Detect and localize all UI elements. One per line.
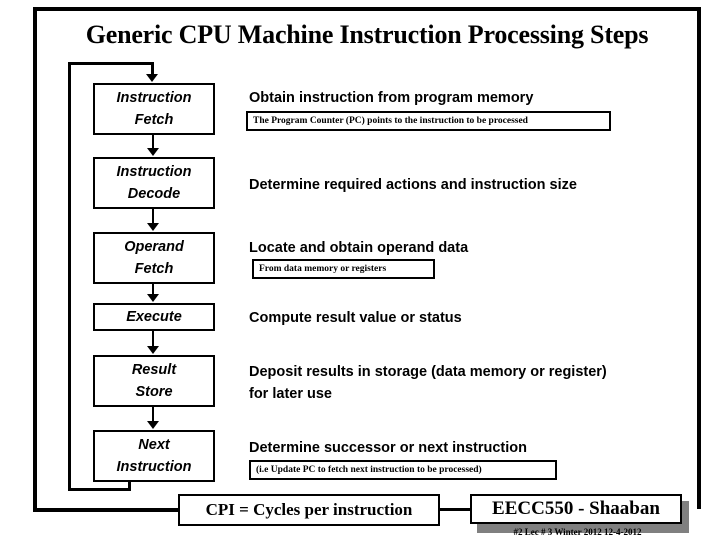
loop-segment-entry: [151, 62, 154, 76]
stage-label-line1: Next: [138, 436, 170, 453]
page-title: Generic CPU Machine Instruction Processi…: [85, 20, 649, 49]
stage-box-execute[interactable]: Execute: [93, 303, 215, 331]
loop-segment-left: [68, 62, 71, 491]
stage-box-next-instruction[interactable]: Next Instruction: [93, 430, 215, 482]
cpi-definition-box: CPI = Cycles per instruction: [178, 494, 440, 526]
frame-top-border: [33, 7, 701, 11]
course-badge: EECC550 - Shaaban: [470, 494, 682, 524]
stage-box-result-store[interactable]: Result Store: [93, 355, 215, 407]
arrow-head-decode-to-operand: [147, 223, 159, 231]
badge-subtitle: #2 Lec # 3 Winter 2012 12-4-2012: [513, 527, 642, 537]
arrow-shaft-execute-to-store: [152, 331, 154, 346]
stage-label-line1: Execute: [126, 308, 182, 325]
stage-label-line1: Instruction: [116, 89, 192, 106]
arrow-head-execute-to-store: [147, 346, 159, 354]
arrow-shaft-operand-to-execute: [152, 284, 154, 295]
description-operand-fetch: Locate and obtain operand data: [249, 240, 469, 256]
loop-segment-down: [128, 482, 131, 491]
arrow-head-fetch-to-decode: [147, 148, 159, 156]
stage-label-line2: Instruction: [116, 459, 192, 475]
stage-box-instruction-fetch[interactable]: Instruction Fetch: [93, 83, 215, 135]
note-program-counter: The Program Counter (PC) points to the i…: [246, 111, 611, 131]
stage-label-line1: Result: [131, 361, 177, 378]
description-next-instruction: Determine successor or next instruction: [249, 440, 527, 456]
cpi-connector-line: [440, 508, 472, 511]
arrow-shaft-store-to-next: [152, 407, 154, 421]
arrow-shaft-fetch-to-decode: [152, 135, 154, 149]
stage-label-line2: Decode: [127, 186, 181, 202]
stage-box-instruction-decode[interactable]: Instruction Decode: [93, 157, 215, 209]
note-update-pc: (i.e Update PC to fetch next instruction…: [249, 460, 557, 480]
frame-bottom-border: [33, 508, 181, 512]
description-execute: Compute result value or status: [249, 310, 462, 326]
stage-label-line2: Fetch: [134, 261, 174, 277]
description-instruction-decode: Determine required actions and instructi…: [249, 177, 577, 193]
stage-label-line1: Operand: [124, 238, 184, 255]
loop-segment-bottom: [68, 488, 131, 491]
frame-left-border: [33, 7, 37, 512]
note-operand-source: From data memory or registers: [252, 259, 435, 279]
frame-right-border: [697, 7, 701, 509]
arrow-head-operand-to-execute: [147, 294, 159, 302]
arrow-head-store-to-next: [147, 421, 159, 429]
stage-box-operand-fetch[interactable]: Operand Fetch: [93, 232, 215, 284]
stage-label-line2: Store: [135, 384, 173, 400]
loop-segment-top: [68, 62, 154, 65]
stage-label-line2: Fetch: [134, 112, 174, 128]
description-instruction-fetch: Obtain instruction from program memory: [249, 90, 534, 106]
arrow-shaft-decode-to-operand: [152, 209, 154, 224]
loop-arrowhead: [146, 74, 158, 82]
description-result-store: Deposit results in storage (data memory …: [249, 364, 607, 402]
stage-label-line1: Instruction: [116, 163, 192, 180]
